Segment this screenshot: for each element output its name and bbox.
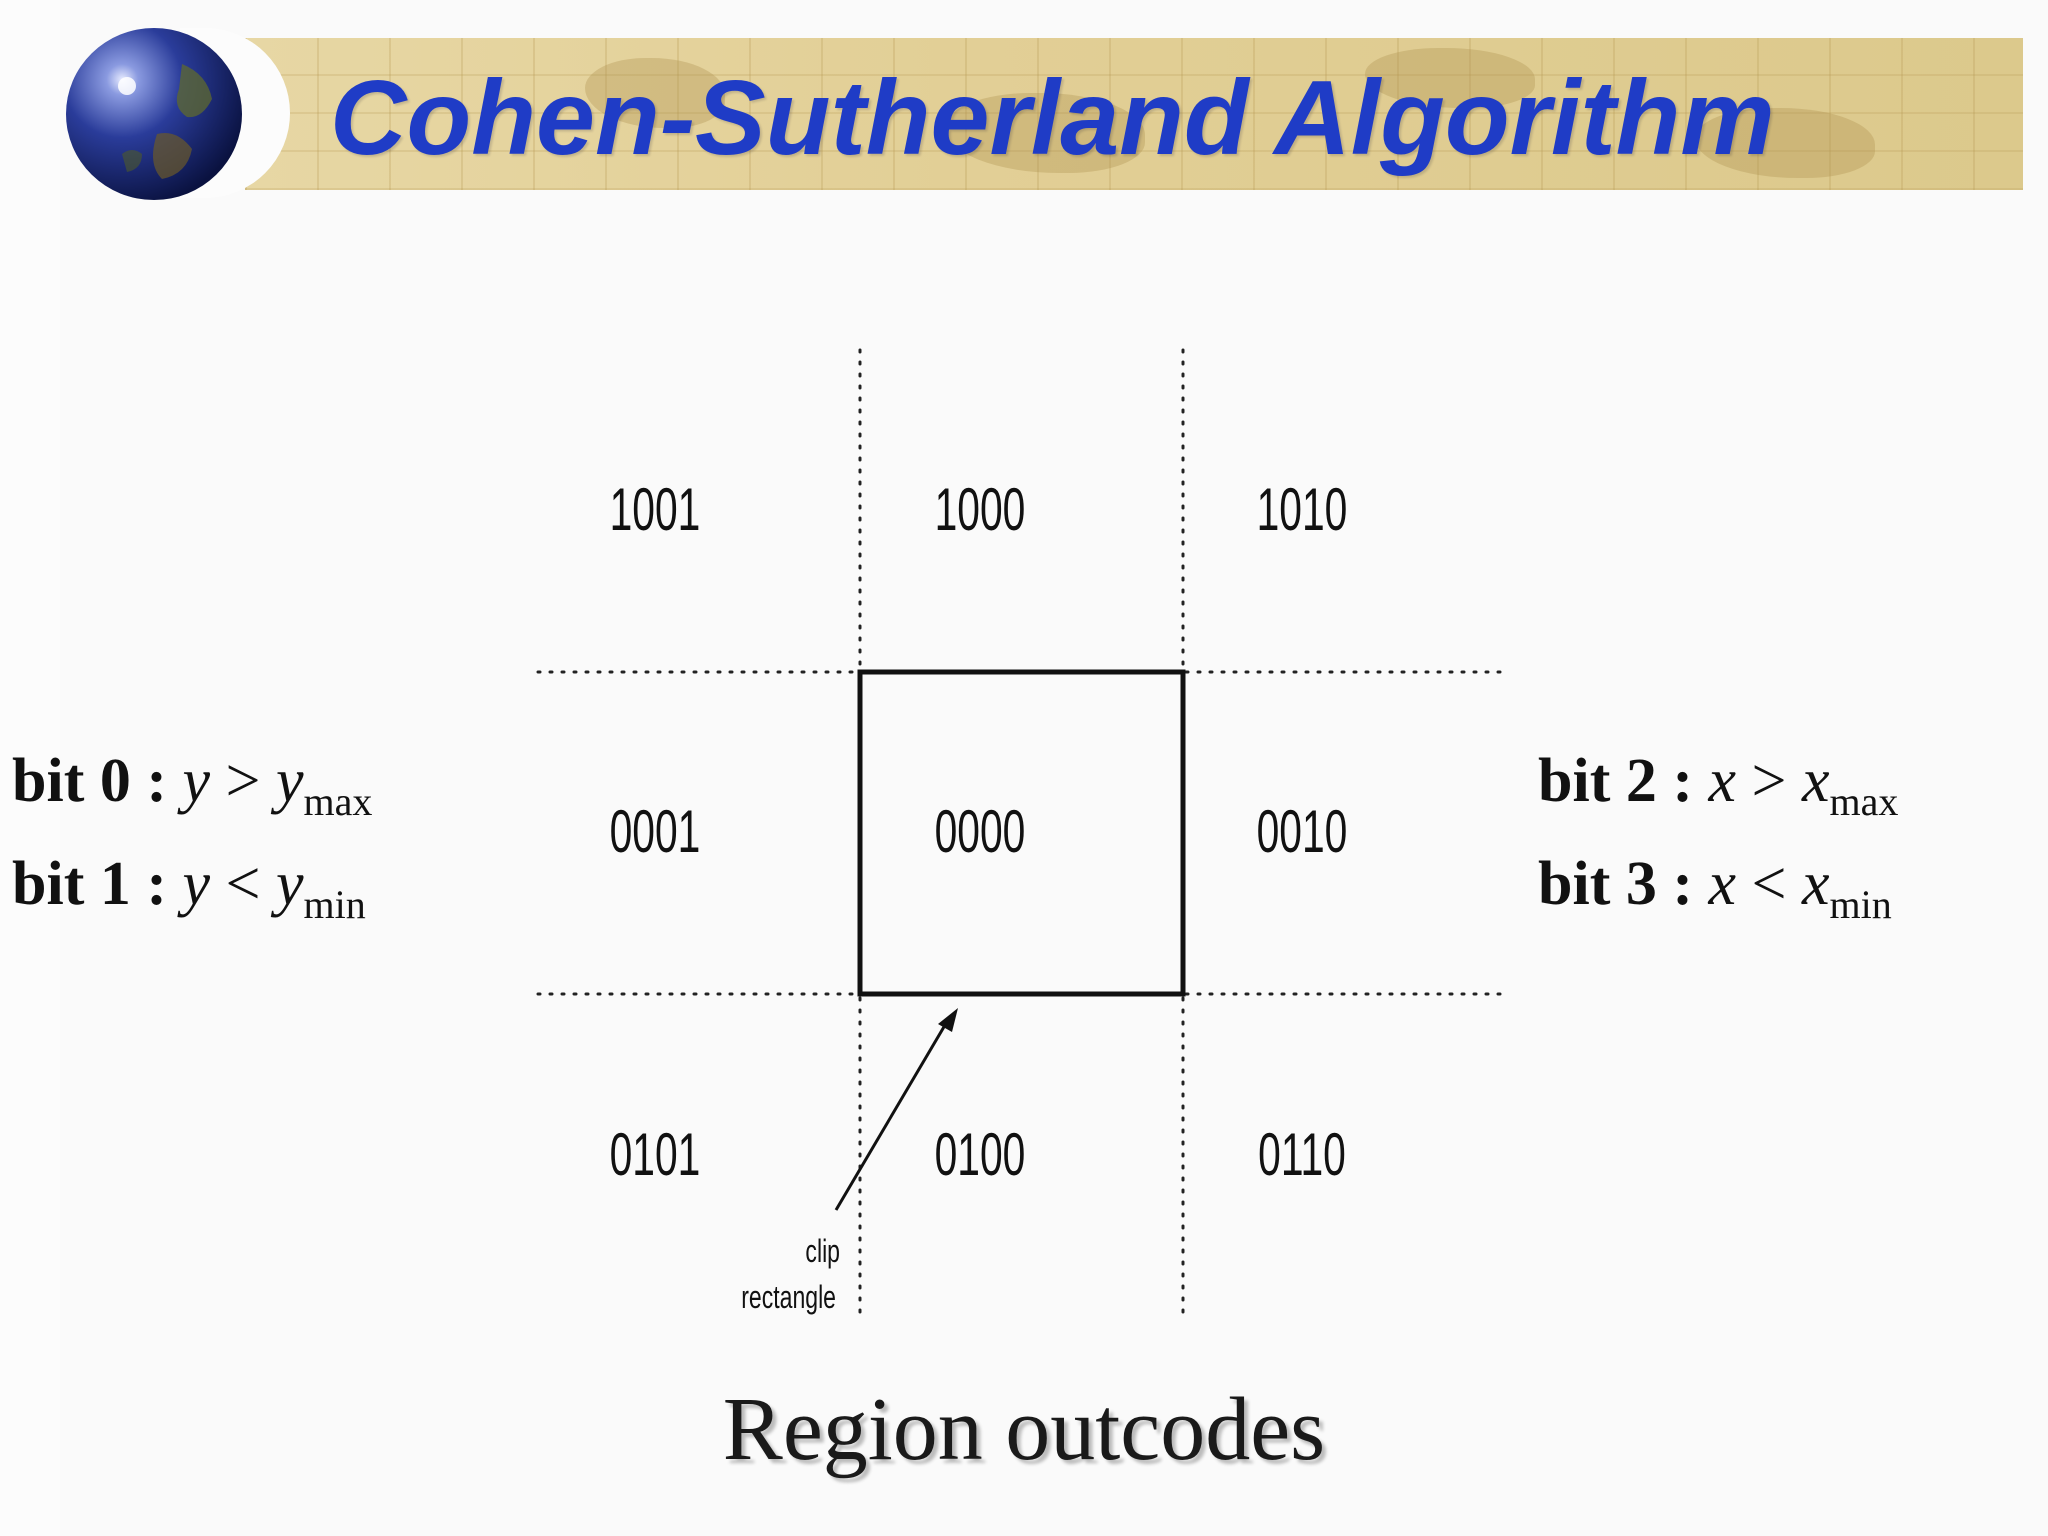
condition-bit2: bit 2 : x > xmax	[1538, 745, 1898, 838]
condition-lhs: y	[182, 747, 211, 815]
condition-bit0: bit 0 : y > ymax	[12, 745, 372, 838]
condition-rhs: y	[276, 850, 304, 918]
clip-rectangle	[857, 669, 1186, 997]
map-landmass	[585, 58, 725, 128]
region-code-0000: 0000	[935, 798, 1026, 865]
slide-background	[60, 0, 2048, 1536]
condition-rhs: y	[276, 747, 304, 815]
region-code-0101: 0101	[610, 1121, 701, 1188]
clip-label-line1: clip	[805, 1233, 840, 1269]
map-landmass	[1365, 48, 1535, 108]
region-code-1000: 1000	[935, 476, 1026, 543]
condition-bit3: bit 3 : x < xmin	[1538, 848, 1892, 941]
region-code-0110: 0110	[1258, 1121, 1346, 1188]
map-landmass	[1695, 108, 1875, 178]
condition-subscript: min	[1829, 882, 1892, 927]
condition-bit1: bit 1 : y < ymin	[12, 848, 366, 941]
condition-label: bit 2 :	[1538, 747, 1693, 815]
clip-label-line2: rectangle	[741, 1279, 836, 1315]
map-landmass	[945, 93, 1145, 173]
map-grid-pattern	[245, 38, 2023, 190]
region-codes: 1001 1000 1010 0001 0000 0010 0101 0100 0110	[610, 476, 1348, 1188]
region-code-0010: 0010	[1257, 798, 1348, 865]
region-code-1001: 1001	[610, 476, 701, 543]
condition-subscript: min	[303, 882, 366, 927]
condition-lhs: x	[1708, 850, 1737, 918]
clip-arrow	[834, 1008, 958, 1211]
condition-operator: <	[1751, 850, 1787, 918]
condition-lhs: y	[182, 850, 211, 918]
title-banner	[245, 38, 2023, 190]
page-title: Cohen-Sutherland Algorithm	[330, 59, 1775, 177]
condition-rhs: x	[1802, 850, 1830, 918]
condition-subscript: max	[1829, 779, 1899, 824]
condition-label: bit 3 :	[1538, 850, 1693, 918]
condition-operator: >	[225, 747, 261, 815]
condition-rhs: x	[1802, 747, 1830, 815]
caption: Region outcodes	[722, 1380, 1326, 1479]
condition-subscript: max	[303, 779, 373, 824]
condition-label: bit 0 :	[12, 747, 167, 815]
condition-lhs: x	[1708, 747, 1737, 815]
condition-operator: <	[225, 850, 261, 918]
region-code-0100: 0100	[935, 1121, 1026, 1188]
globe-icon	[66, 28, 242, 200]
region-code-1010: 1010	[1257, 476, 1348, 543]
region-code-0001: 0001	[610, 798, 701, 865]
condition-operator: >	[1751, 747, 1787, 815]
condition-label: bit 1 :	[12, 850, 167, 918]
